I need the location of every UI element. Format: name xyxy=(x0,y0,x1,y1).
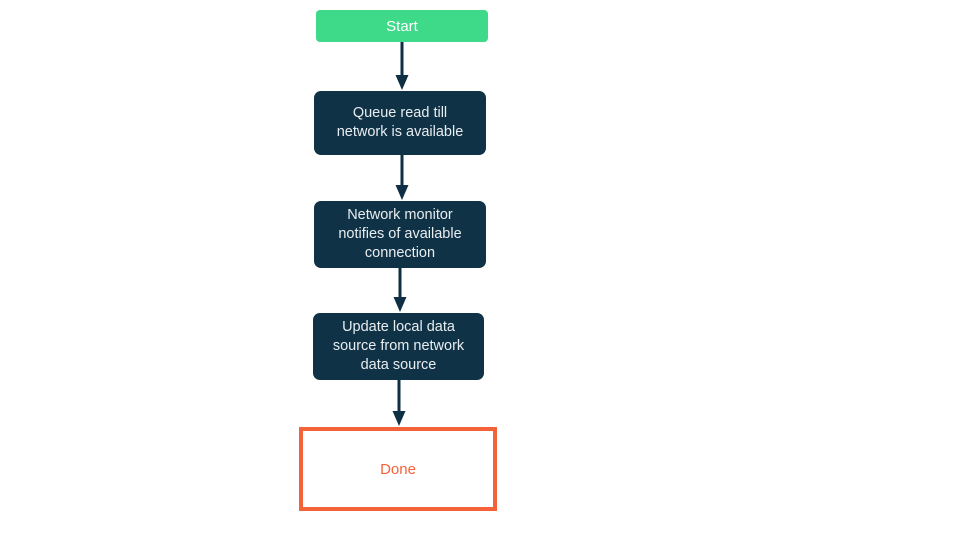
arrow-queue-read-to-network-monitor xyxy=(392,155,412,201)
node-network-monitor[interactable]: Network monitor notifies of available co… xyxy=(314,201,486,268)
arrow-network-monitor-to-update-local xyxy=(390,268,410,313)
arrow-start-to-queue-read xyxy=(392,42,412,91)
node-queue-read-label: Queue read till network is available xyxy=(336,105,464,140)
node-done-label: Done xyxy=(380,460,416,478)
node-queue-read[interactable]: Queue read till network is available xyxy=(314,91,486,155)
node-done[interactable]: Done xyxy=(299,427,497,511)
node-start-label: Start xyxy=(386,17,418,35)
node-start[interactable]: Start xyxy=(316,10,488,42)
node-update-local[interactable]: Update local data source from network da… xyxy=(313,313,484,380)
arrow-update-local-to-done xyxy=(389,380,409,427)
node-update-local-label: Update local data source from network da… xyxy=(332,319,465,373)
node-network-monitor-label: Network monitor notifies of available co… xyxy=(338,207,462,261)
